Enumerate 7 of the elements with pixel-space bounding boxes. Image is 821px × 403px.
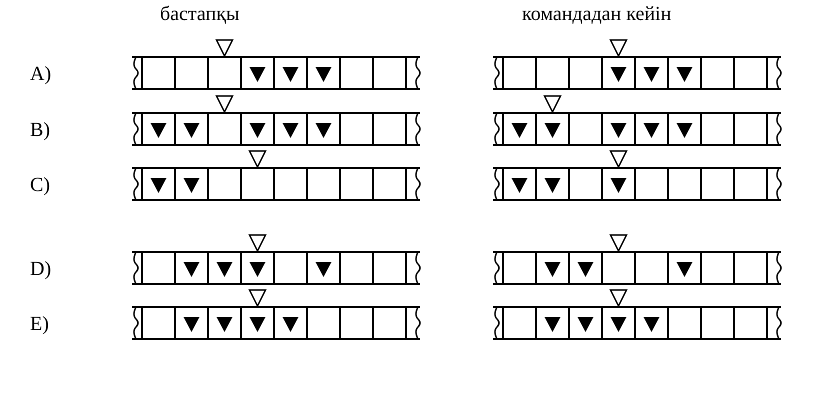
column-heading: командадан кейін: [522, 3, 672, 25]
row-label: D): [30, 258, 52, 280]
column-heading: бастапқы: [160, 3, 240, 25]
row-label: E): [30, 313, 49, 335]
row-label: A): [30, 63, 52, 85]
row-label: B): [30, 119, 50, 141]
row-label: C): [30, 174, 50, 196]
